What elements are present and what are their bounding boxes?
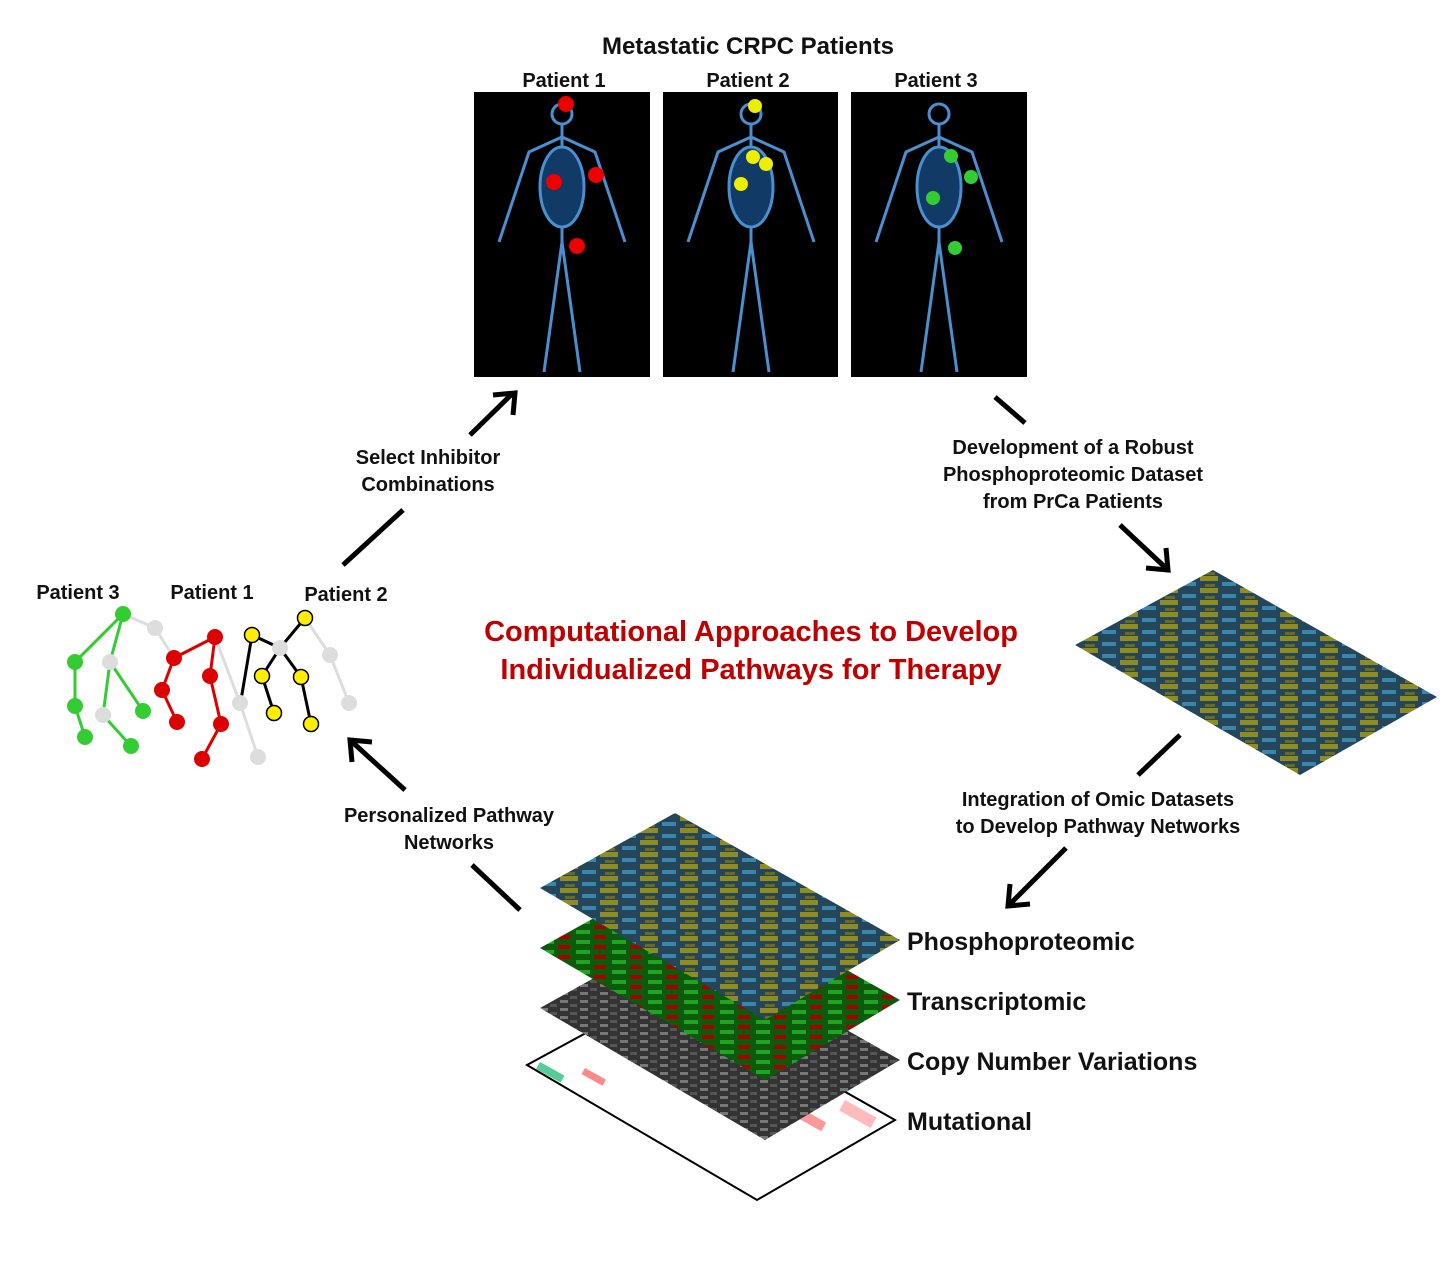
- arrows: [341, 390, 1182, 912]
- patient-1-label: Patient 1: [522, 70, 605, 92]
- phosphoproteomic-layer: [540, 813, 900, 1020]
- layer-label-copy-number: Copy Number Variations: [907, 1048, 1197, 1076]
- omic-layer-stack: [524, 813, 900, 1202]
- patient-3-body-image: [851, 92, 1027, 377]
- patient-2-body-image: [663, 92, 838, 377]
- patient-2-label: Patient 2: [706, 70, 789, 92]
- layer-label-phosphoproteomic: Phosphoproteomic: [907, 928, 1135, 956]
- layer-label-mutational: Mutational: [907, 1108, 1032, 1136]
- pathway-networks: [67, 606, 357, 767]
- phosphoproteomic-heatmap: [1075, 570, 1437, 775]
- network-label-patient-1: Patient 1: [170, 582, 253, 604]
- patient-3-label: Patient 3: [894, 70, 977, 92]
- main-title: Metastatic CRPC Patients: [602, 33, 894, 60]
- network-label-patient-3: Patient 3: [36, 582, 119, 604]
- network-label-patient-2: Patient 2: [304, 584, 387, 606]
- patient-1-body-image: [474, 92, 650, 377]
- layer-label-transcriptomic: Transcriptomic: [907, 988, 1086, 1016]
